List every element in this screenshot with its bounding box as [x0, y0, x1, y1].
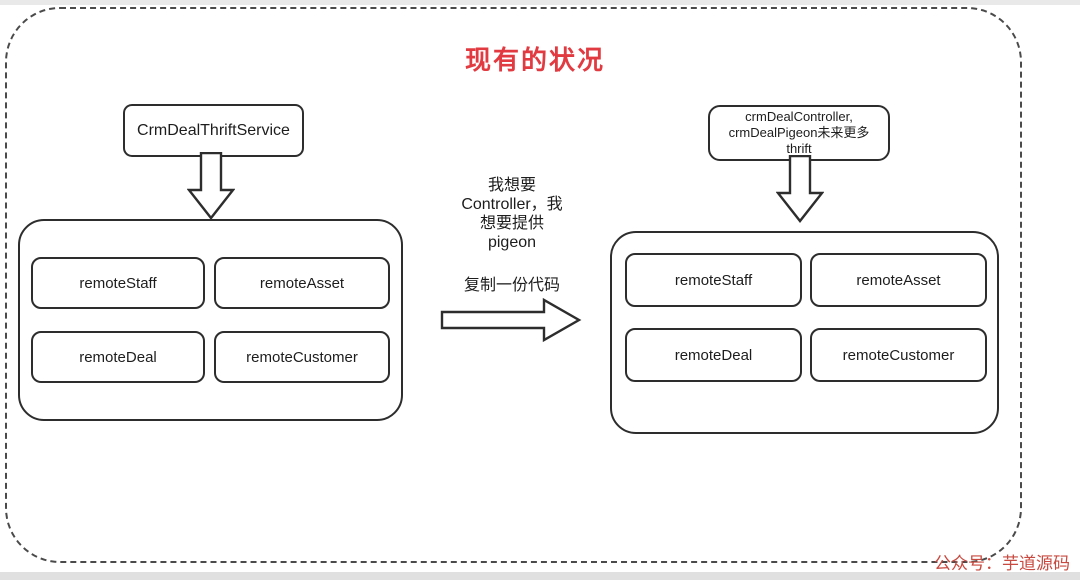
left-remote-customer-box: remoteCustomer: [214, 331, 390, 383]
left-remote-asset-label: remoteAsset: [259, 274, 345, 292]
top-edge-strip: [0, 0, 1080, 5]
right-remote-asset-box: remoteAsset: [810, 253, 987, 307]
down-arrow-icon: [187, 152, 235, 220]
down-arrow-icon: [776, 155, 824, 223]
left-service-box: CrmDealThriftService: [123, 104, 304, 157]
right-service-group: remoteStaff remoteAsset remoteDeal remot…: [610, 231, 999, 434]
middle-note-line: Controller，我: [461, 196, 563, 213]
left-service-group: remoteStaff remoteAsset remoteDeal remot…: [18, 219, 403, 421]
right-remote-staff-box: remoteStaff: [625, 253, 802, 307]
right-remote-deal-box: remoteDeal: [625, 328, 802, 382]
right-remote-staff-label: remoteStaff: [674, 271, 753, 289]
left-remote-customer-label: remoteCustomer: [246, 348, 358, 366]
copy-code-label: 复制一份代码: [463, 277, 560, 294]
dashed-boundary-frame: [5, 7, 1022, 563]
left-service-box-label: CrmDealThriftService: [137, 121, 290, 139]
diagram-title: 现有的状况: [464, 45, 605, 75]
left-remote-deal-label: remoteDeal: [79, 348, 157, 366]
right-service-box: crmDealController, crmDealPigeon未来更多 thr…: [708, 105, 890, 161]
middle-note-line: pigeon: [487, 234, 537, 251]
watermark-text: 公众号：芋道源码: [934, 554, 1070, 573]
right-remote-customer-label: remoteCustomer: [842, 346, 955, 364]
right-remote-customer-box: remoteCustomer: [810, 328, 987, 382]
right-service-box-line: crmDealController,: [745, 109, 853, 124]
bottom-edge-strip: [0, 572, 1080, 580]
middle-note-line: 我想要: [487, 177, 536, 194]
left-remote-asset-box: remoteAsset: [214, 257, 390, 309]
left-remote-staff-label: remoteStaff: [79, 274, 157, 292]
right-remote-deal-label: remoteDeal: [674, 346, 753, 364]
left-remote-deal-box: remoteDeal: [31, 331, 205, 383]
left-remote-staff-box: remoteStaff: [31, 257, 205, 309]
right-remote-asset-label: remoteAsset: [856, 271, 941, 289]
right-service-box-line: thrift: [786, 141, 812, 156]
right-arrow-icon: [440, 297, 582, 343]
middle-note-line: 想要提供: [479, 215, 544, 232]
middle-note-text: 我想要 Controller，我 想要提供 pigeon: [430, 176, 594, 252]
right-service-box-line: crmDealPigeon未来更多: [728, 125, 870, 140]
